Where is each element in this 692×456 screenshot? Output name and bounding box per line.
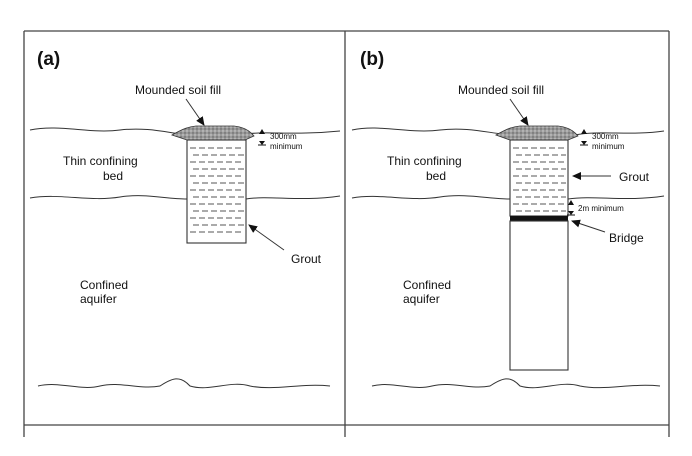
panel-b-confining-bed-label-line1: Thin confining — [387, 154, 462, 168]
panel-b-fill-depth-qualifier: minimum — [592, 142, 625, 151]
panel-a-grout-dashes — [190, 147, 244, 233]
panel-a-letter: (a) — [37, 49, 60, 70]
panel-b-bridge-arrow — [571, 219, 606, 233]
panel-a-mounded-soil-fill — [171, 125, 255, 141]
panel-a-fill-depth-qualifier: minimum — [270, 142, 303, 151]
panel-a-aquifer-label-line2: aquifer — [80, 292, 117, 306]
panel-a-mound-label: Mounded soil fill — [135, 83, 221, 97]
panel-b-letter: (b) — [360, 49, 384, 70]
panel-a-confining-bed-base — [29, 195, 341, 200]
panel-a: (a) Mounded soil fill — [29, 49, 341, 389]
panel-b-bridge-label: Bridge — [609, 231, 644, 245]
panel-b-aquifer-base — [371, 378, 661, 389]
panel-b-bridge — [510, 216, 568, 221]
panel-b-mound-arrow — [509, 98, 529, 126]
panel-b-mounded-soil-fill — [495, 125, 579, 141]
panel-a-grout-label: Grout — [291, 252, 322, 266]
panel-a-fill-depth-marker — [258, 129, 266, 146]
panel-b-grout-dashes — [513, 147, 566, 212]
panel-a-confining-bed-label-line1: Thin confining — [63, 154, 138, 168]
panel-a-grout-column — [186, 139, 247, 244]
panel-a-grout-arrow — [248, 224, 285, 251]
panel-a-confining-bed-label-line2: bed — [103, 169, 123, 183]
panel-b-confining-bed-base — [351, 195, 665, 200]
panel-b: (b) Mounded soil fill — [351, 49, 665, 389]
panel-a-mound-arrow — [185, 98, 205, 126]
panel-b-open-hole — [509, 220, 569, 371]
panel-a-aquifer-base — [37, 378, 331, 389]
panel-b-grout-label: Grout — [619, 170, 650, 184]
panel-b-confining-bed-label-line2: bed — [426, 169, 446, 183]
panel-b-bridge-depth-label: 2m minimum — [578, 204, 624, 213]
panel-b-aquifer-label-line2: aquifer — [403, 292, 440, 306]
panel-a-fill-depth-value: 300mm — [270, 132, 297, 141]
panel-b-bridge-depth-marker — [567, 200, 575, 216]
panel-b-fill-depth-value: 300mm — [592, 132, 619, 141]
panel-b-mound-label: Mounded soil fill — [458, 83, 544, 97]
panel-b-aquifer-label-line1: Confined — [403, 278, 451, 292]
panel-a-aquifer-label-line1: Confined — [80, 278, 128, 292]
panel-b-fill-depth-marker — [580, 129, 588, 146]
panel-b-grout-column — [509, 139, 569, 217]
